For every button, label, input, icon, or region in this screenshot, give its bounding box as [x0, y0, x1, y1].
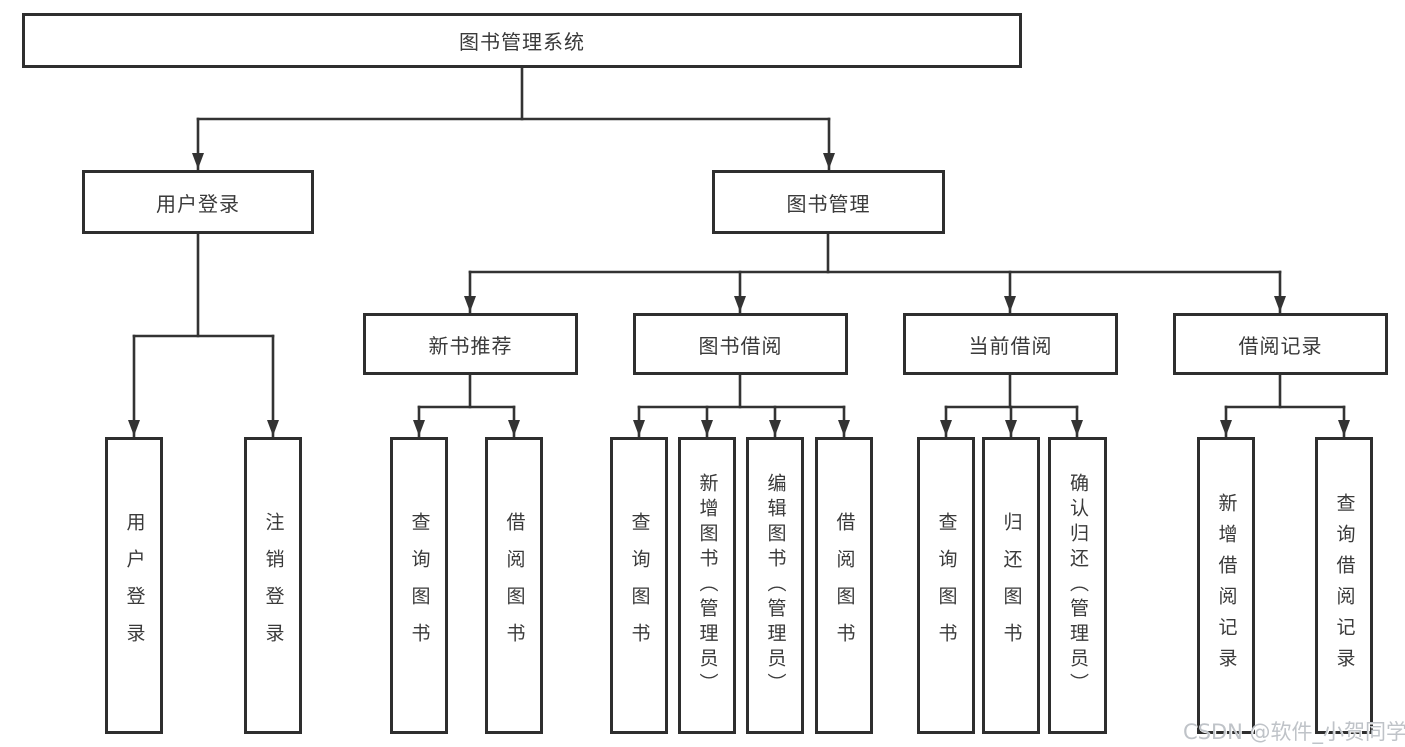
leaf-query-books-borrow: 查询图书 — [610, 437, 668, 734]
node-label: 确认归还（管理员） — [1067, 473, 1089, 698]
leaf-borrow-books: 借阅图书 — [815, 437, 873, 734]
leaf-query-borrow-record: 查询借阅记录 — [1315, 437, 1373, 734]
leaf-logout: 注销登录 — [244, 437, 302, 734]
csdn-watermark: CSDN @软件_小贺同学 — [1183, 720, 1405, 744]
leaf-query-books-current: 查询图书 — [917, 437, 975, 734]
node-label: 借阅图书 — [503, 511, 526, 660]
node-label: 查询图书 — [628, 511, 651, 660]
node-label: 用户登录 — [123, 511, 146, 660]
node-label: 图书管理系统 — [459, 30, 585, 54]
node-label: 新书推荐 — [428, 333, 513, 358]
node-label: 当前借阅 — [968, 333, 1053, 358]
leaf-add-books-admin: 新增图书（管理员） — [678, 437, 736, 734]
node-book-management: 图书管理 — [712, 170, 945, 234]
leaf-edit-books-admin: 编辑图书（管理员） — [746, 437, 804, 734]
node-label: 注销登录 — [262, 511, 285, 660]
node-user-login: 用户登录 — [82, 170, 314, 234]
node-label: 用户登录 — [156, 191, 240, 216]
node-label: 借阅记录 — [1238, 333, 1323, 358]
node-label: 借阅图书 — [833, 511, 856, 660]
leaf-add-borrow-record: 新增借阅记录 — [1197, 437, 1255, 734]
leaf-confirm-return-admin: 确认归还（管理员） — [1048, 437, 1107, 734]
node-label: 查询图书 — [935, 511, 958, 660]
node-label: 新增借阅记录 — [1215, 492, 1238, 679]
node-label: 图书管理 — [786, 191, 871, 216]
leaf-user-login: 用户登录 — [105, 437, 163, 734]
leaf-return-books: 归还图书 — [982, 437, 1040, 734]
node-label: 查询借阅记录 — [1333, 492, 1356, 679]
node-label: 归还图书 — [1000, 511, 1023, 660]
node-new-book-recommend: 新书推荐 — [363, 313, 578, 375]
leaf-borrow-books-recommend: 借阅图书 — [485, 437, 543, 734]
node-book-borrow: 图书借阅 — [633, 313, 848, 375]
node-label: 查询图书 — [408, 511, 431, 660]
node-label: 图书借阅 — [698, 333, 783, 358]
node-borrow-records: 借阅记录 — [1173, 313, 1388, 375]
node-library-management-system: 图书管理系统 — [22, 13, 1022, 68]
leaf-query-books-recommend: 查询图书 — [390, 437, 448, 734]
node-label: 编辑图书（管理员） — [764, 473, 787, 698]
node-current-borrow: 当前借阅 — [903, 313, 1118, 375]
node-label: 新增图书（管理员） — [696, 473, 719, 698]
